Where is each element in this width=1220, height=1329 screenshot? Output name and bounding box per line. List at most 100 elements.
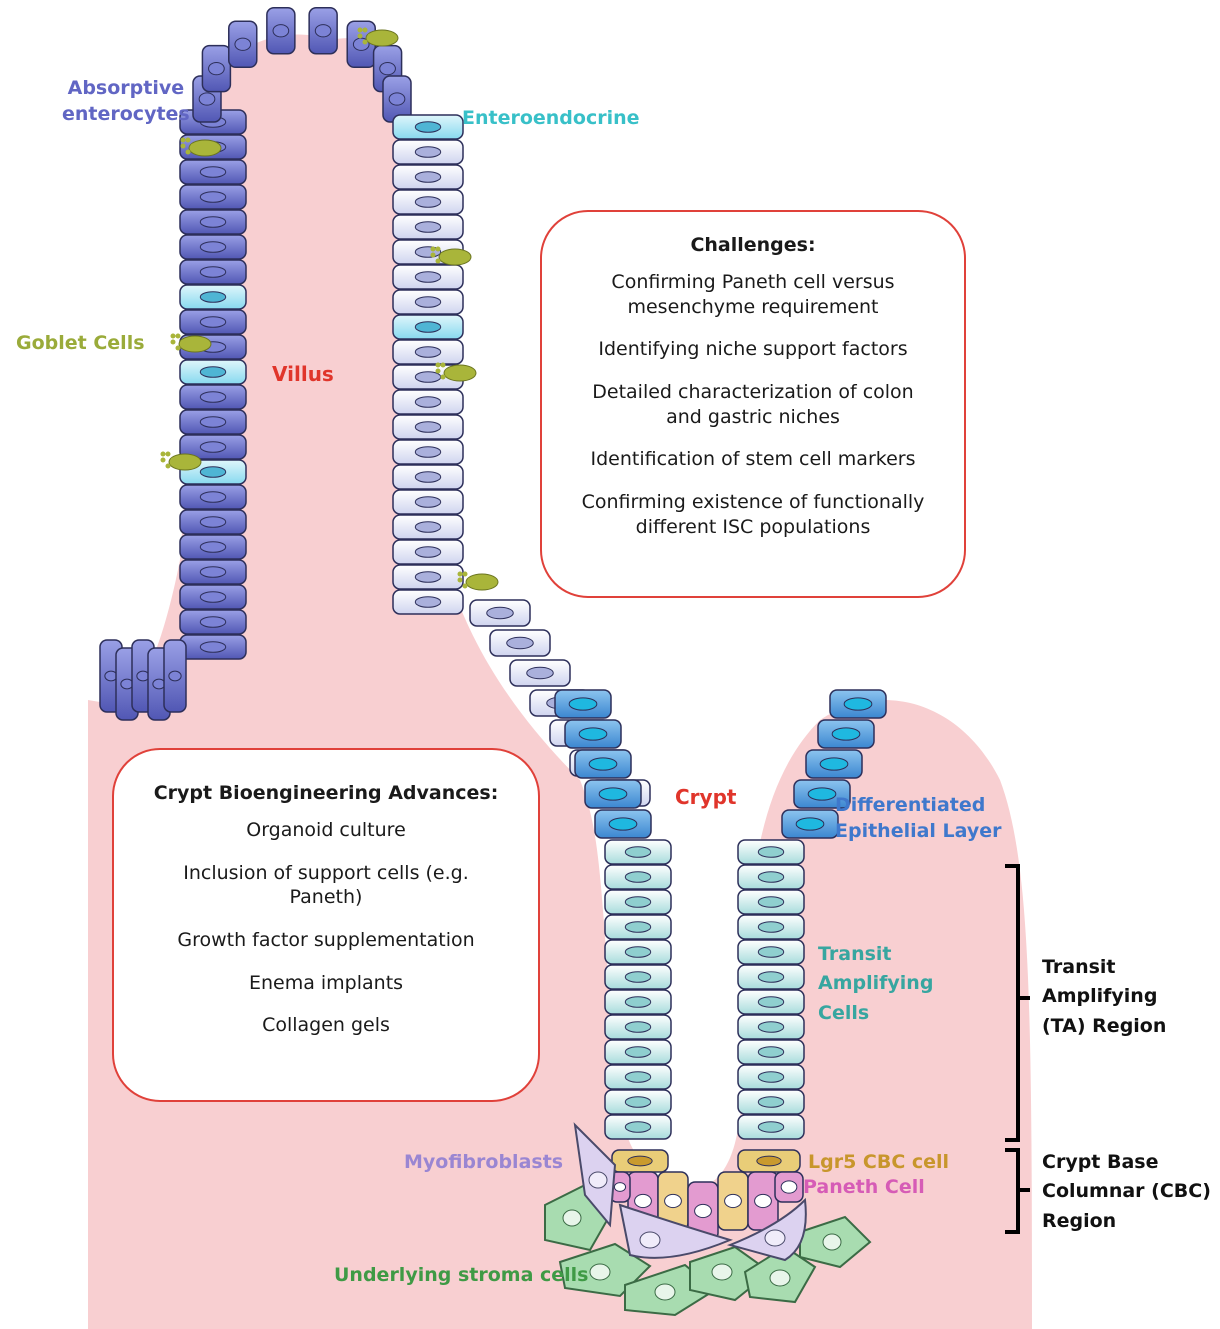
transit-amplifying-cell — [605, 1090, 671, 1114]
enterocyte-cell — [393, 540, 463, 564]
enterocyte-cell — [180, 210, 246, 234]
transit-amplifying-cell — [605, 840, 671, 864]
enterocyte-cell — [202, 46, 230, 92]
challenges-box: Challenges: Confirming Paneth cell versu… — [540, 210, 966, 598]
enterocyte-cell — [180, 385, 246, 409]
enterocyte-cell — [393, 140, 463, 164]
enterocyte-cell — [180, 310, 246, 334]
enterocyte-cell — [180, 260, 246, 284]
challenge-item: Confirming Paneth cell versus mesenchyme… — [542, 270, 964, 319]
transit-amplifying-cell — [605, 940, 671, 964]
enterocyte-cell — [180, 510, 246, 534]
crypt-label: Crypt — [675, 784, 736, 811]
advance-item: Inclusion of support cells (e.g. Paneth) — [114, 861, 538, 910]
transit-amplifying-cell — [605, 915, 671, 939]
advance-item: Growth factor supplementation — [114, 928, 538, 953]
advance-item: Collagen gels — [114, 1013, 538, 1038]
enterocyte-cell — [164, 640, 186, 712]
differentiated-cell — [555, 690, 611, 718]
advances-title: Crypt Bioengineering Advances: — [114, 782, 538, 804]
transit-amplifying-cell — [738, 1015, 804, 1039]
enteroendocrine-cell — [393, 315, 463, 339]
enterocyte-cell — [393, 440, 463, 464]
enteroendocrine-cell — [393, 115, 463, 139]
enterocyte-cell — [393, 190, 463, 214]
transit-amplifying-cell — [605, 1040, 671, 1064]
enterocyte-cell — [393, 415, 463, 439]
transit-amplifying-cell — [738, 1040, 804, 1064]
challenges-title: Challenges: — [542, 234, 964, 256]
transit-amplifying-cell — [605, 990, 671, 1014]
transit-amplifying-cell — [605, 1065, 671, 1089]
enterocyte-cell — [393, 265, 463, 289]
transit-amplifying-cell — [738, 965, 804, 989]
paneth-cell — [775, 1172, 803, 1202]
advance-item: Enema implants — [114, 971, 538, 996]
differentiated-cell — [565, 720, 621, 748]
enteroendocrine-cell — [180, 360, 246, 384]
enterocyte-cell — [180, 185, 246, 209]
enterocyte-cell — [393, 340, 463, 364]
enteroendocrine-cell — [180, 285, 246, 309]
transit-amplifying-cell — [738, 990, 804, 1014]
advance-item: Organoid culture — [114, 818, 538, 843]
challenge-item: Detailed characterization of colon and g… — [542, 380, 964, 429]
enterocyte-cell — [180, 585, 246, 609]
lgr5-cbc-cell-label: Lgr5 CBC cell — [808, 1150, 949, 1176]
paneth-cell-label: Paneth Cell — [803, 1175, 925, 1201]
transit-amplifying-cell — [605, 865, 671, 889]
differentiated-cell — [806, 750, 862, 778]
differentiated-cell — [575, 750, 631, 778]
transit-amplifying-cell — [605, 890, 671, 914]
differentiated-cell — [782, 810, 838, 838]
transit-amplifying-cell — [738, 840, 804, 864]
transit-amplifying-cell — [605, 965, 671, 989]
differentiated-cell — [585, 780, 641, 808]
enterocyte-cell — [393, 465, 463, 489]
differentiated-cell — [818, 720, 874, 748]
villus-label: Villus — [272, 361, 334, 388]
ta-region-label: Transit Amplifying (TA) Region — [1042, 953, 1166, 1041]
differentiated-layer-label: Differentiated Epithelial Layer — [835, 793, 1002, 844]
enterocyte-cell — [180, 535, 246, 559]
transit-amplifying-cell — [738, 1065, 804, 1089]
transit-amplifying-cell — [605, 1115, 671, 1139]
enterocyte-cell — [180, 610, 246, 634]
transit-amplifying-cell — [738, 915, 804, 939]
lgr5-cbc-cell — [718, 1172, 748, 1230]
goblet-cells-label: Goblet Cells — [16, 331, 145, 357]
enterocyte-cell — [393, 390, 463, 414]
enterocyte-cell — [180, 410, 246, 434]
enterocyte-cell — [180, 235, 246, 259]
challenge-item: Identification of stem cell markers — [542, 447, 964, 472]
transit-amplifying-cells-label: Transit Amplifying Cells — [818, 940, 933, 1028]
enterocyte-cell — [180, 635, 246, 659]
differentiated-cell — [595, 810, 651, 838]
paneth-cell — [748, 1172, 778, 1230]
lgr5-cbc-cell — [738, 1150, 800, 1172]
stroma-cells-label: Underlying stroma cells — [334, 1263, 589, 1289]
enterocyte-cell — [180, 560, 246, 584]
enterocyte-cell — [229, 21, 257, 67]
enterocyte-cell — [393, 290, 463, 314]
enterocyte-cell — [393, 565, 463, 589]
myofibroblasts-label: Myofibroblasts — [404, 1150, 563, 1176]
differentiated-cell — [830, 690, 886, 718]
enterocyte-cell — [393, 490, 463, 514]
enterocyte-cell — [393, 165, 463, 189]
advances-box: Crypt Bioengineering Advances: Organoid … — [112, 748, 540, 1102]
challenge-item: Confirming existence of functionally dif… — [542, 490, 964, 539]
transit-amplifying-cell — [738, 940, 804, 964]
enterocyte-cell — [180, 160, 246, 184]
enterocyte-cell — [510, 660, 570, 686]
enteroendocrine-label: Enteroendocrine — [462, 106, 640, 132]
transit-amplifying-cell — [738, 865, 804, 889]
enterocyte-cell — [490, 630, 550, 656]
enterocyte-cell — [393, 590, 463, 614]
transit-amplifying-cell — [738, 890, 804, 914]
challenge-item: Identifying niche support factors — [542, 337, 964, 362]
enterocyte-cell — [393, 215, 463, 239]
enterocyte-cell — [470, 600, 530, 626]
cbc-region-label: Crypt Base Columnar (CBC) Region — [1042, 1148, 1211, 1236]
